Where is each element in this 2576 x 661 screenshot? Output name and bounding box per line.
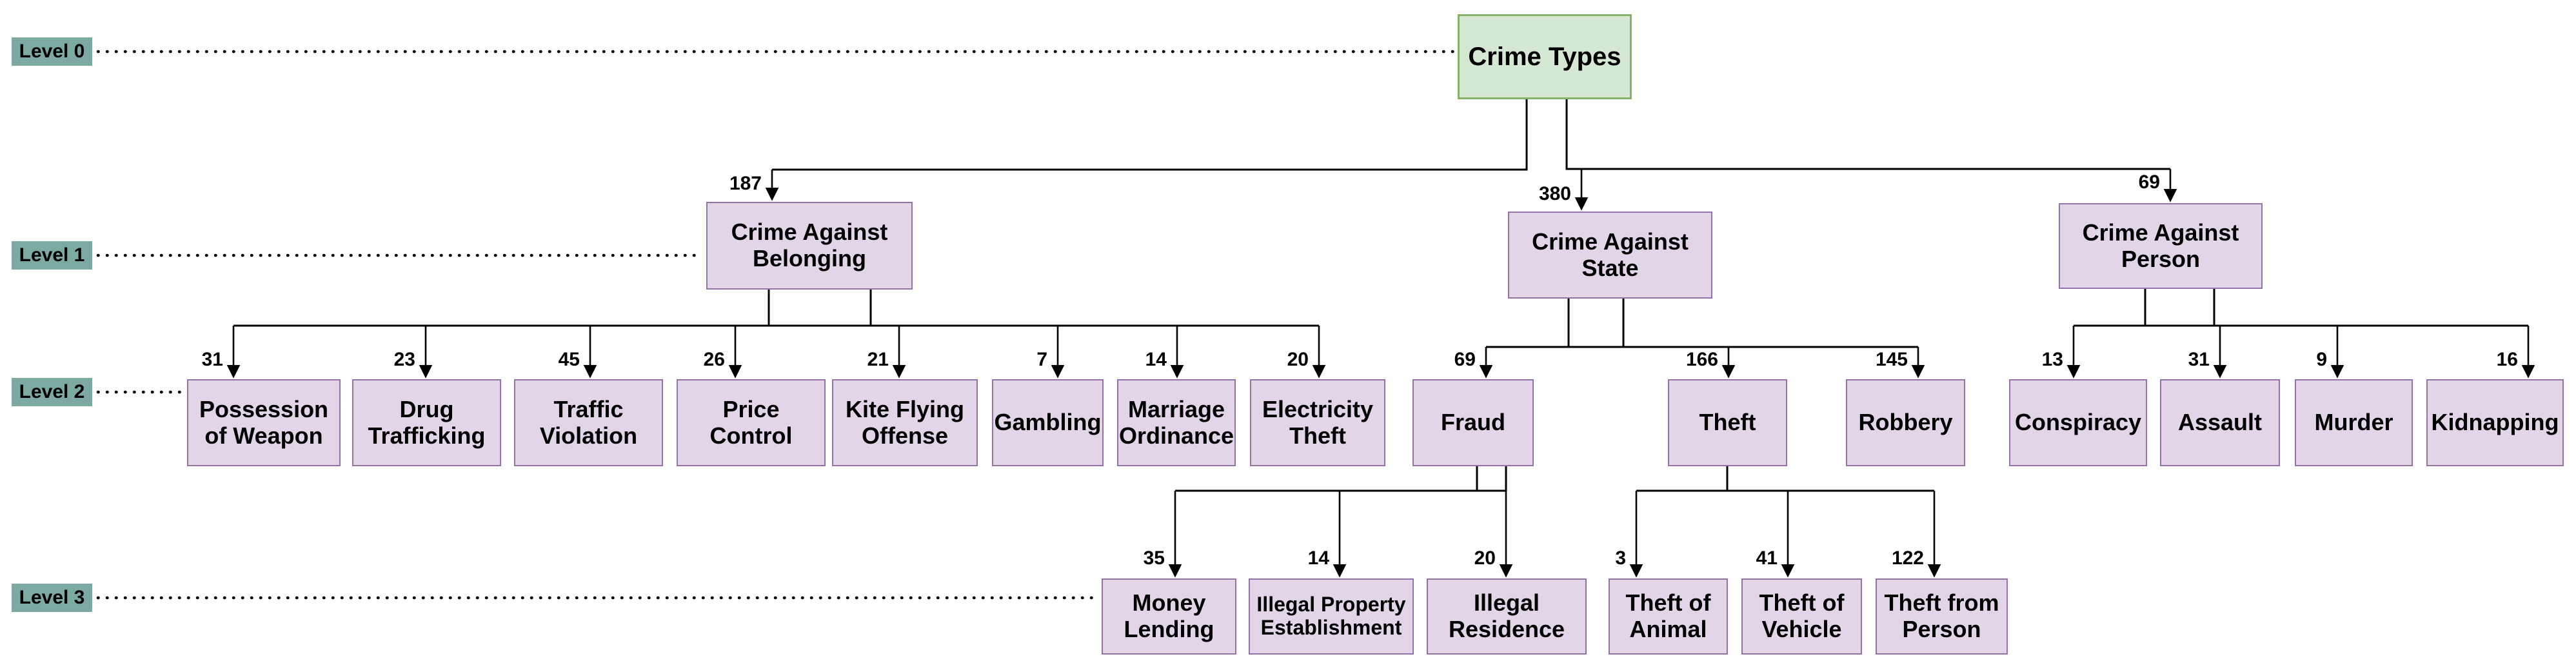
node-illegal-residence-label: Illegal Residence xyxy=(1448,589,1565,642)
node-theft-of-animal: Theft of Animal xyxy=(1609,578,1728,655)
count-crime-against-belonging: 187 xyxy=(729,173,762,194)
node-illegal-residence: Illegal Residence xyxy=(1427,578,1587,655)
node-crime-against-belonging: Crime Against Belonging xyxy=(706,202,913,290)
node-crime-types: Crime Types xyxy=(1458,14,1632,99)
node-illegal-property-establishment-label: Illegal Property Establishment xyxy=(1256,593,1406,639)
count-crime-against-state: 380 xyxy=(1538,183,1571,204)
node-assault: Assault xyxy=(2160,379,2280,466)
count-conspiracy: 13 xyxy=(2041,349,2063,370)
node-theft-from-person: Theft from Person xyxy=(1876,578,2008,655)
level-label-1: Level 1 xyxy=(12,241,92,270)
node-traffic-violation: Traffic Violation xyxy=(514,379,663,466)
node-money-lending: Money Lending xyxy=(1102,578,1236,655)
count-robbery: 145 xyxy=(1875,349,1908,370)
count-marriage-ordinance: 14 xyxy=(1145,349,1167,370)
count-possession-of-weapon: 31 xyxy=(201,349,223,370)
count-electricity-theft: 20 xyxy=(1287,349,1309,370)
count-drug-trafficking: 23 xyxy=(393,349,415,370)
node-theft: Theft xyxy=(1668,379,1787,466)
node-crime-against-person-label: Crime Against Person xyxy=(2082,219,2239,272)
node-crime-against-belonging-label: Crime Against Belonging xyxy=(731,219,888,271)
node-robbery: Robbery xyxy=(1846,379,1965,466)
node-money-lending-label: Money Lending xyxy=(1124,589,1214,642)
count-money-lending: 35 xyxy=(1143,548,1165,569)
node-electricity-theft-label: Electricity Theft xyxy=(1262,395,1374,449)
count-theft-of-animal: 3 xyxy=(1615,548,1626,569)
node-crime-against-state-label: Crime Against State xyxy=(1532,228,1689,281)
node-marriage-ordinance-label: Marriage Ordinance xyxy=(1118,395,1234,449)
node-theft-of-animal-label: Theft of Animal xyxy=(1625,589,1711,642)
node-gambling: Gambling xyxy=(992,379,1104,466)
node-kidnapping: Kidnapping xyxy=(2426,379,2564,466)
node-drug-trafficking: Drug Trafficking xyxy=(352,379,501,466)
node-drug-trafficking-label: Drug Trafficking xyxy=(368,395,486,449)
count-theft-of-vehicle: 41 xyxy=(1756,548,1778,569)
node-traffic-violation-label: Traffic Violation xyxy=(539,395,638,449)
level-label-2: Level 2 xyxy=(12,378,92,406)
node-possession-of-weapon-label: Possession of Weapon xyxy=(199,395,329,449)
node-price-control-label: Price Control xyxy=(709,395,793,449)
node-fraud: Fraud xyxy=(1412,379,1534,466)
count-kidnapping: 16 xyxy=(2496,349,2518,370)
node-kite-flying-offense: Kite Flying Offense xyxy=(832,379,978,466)
node-robbery-label: Robbery xyxy=(1858,409,1953,436)
node-theft-from-person-label: Theft from Person xyxy=(1884,589,1999,642)
node-possession-of-weapon: Possession of Weapon xyxy=(187,379,341,466)
level-label-0-text: Level 0 xyxy=(19,41,85,62)
node-murder-label: Murder xyxy=(2314,409,2393,436)
count-assault: 31 xyxy=(2188,349,2210,370)
node-kite-flying-offense-label: Kite Flying Offense xyxy=(845,395,964,449)
node-gambling-label: Gambling xyxy=(994,409,1102,436)
tree-edge-rails xyxy=(233,99,2528,492)
node-theft-of-vehicle: Theft of Vehicle xyxy=(1741,578,1862,655)
node-conspiracy-label: Conspiracy xyxy=(2014,409,2142,436)
count-crime-against-person: 69 xyxy=(2138,172,2160,193)
level-label-2-text: Level 2 xyxy=(19,381,85,402)
node-crime-types-label: Crime Types xyxy=(1468,43,1621,71)
count-theft: 166 xyxy=(1685,349,1718,370)
level-label-1-text: Level 1 xyxy=(19,244,85,266)
count-gambling: 7 xyxy=(1036,349,1047,370)
count-theft-from-person: 122 xyxy=(1891,548,1924,569)
level-label-0: Level 0 xyxy=(12,37,92,66)
count-fraud: 69 xyxy=(1454,349,1476,370)
node-kidnapping-label: Kidnapping xyxy=(2431,409,2559,436)
count-traffic-violation: 45 xyxy=(558,349,580,370)
level-label-3-text: Level 3 xyxy=(19,587,85,608)
node-electricity-theft: Electricity Theft xyxy=(1250,379,1385,466)
count-murder: 9 xyxy=(2316,349,2327,370)
node-theft-label: Theft xyxy=(1699,409,1756,436)
count-price-control: 26 xyxy=(703,349,725,370)
node-conspiracy: Conspiracy xyxy=(2009,379,2147,466)
count-illegal-property-establishment: 14 xyxy=(1307,548,1329,569)
node-crime-against-state: Crime Against State xyxy=(1508,212,1712,299)
node-crime-against-person: Crime Against Person xyxy=(2059,203,2263,289)
node-marriage-ordinance: Marriage Ordinance xyxy=(1117,379,1236,466)
node-price-control: Price Control xyxy=(677,379,826,466)
node-assault-label: Assault xyxy=(2177,409,2263,436)
count-illegal-residence: 20 xyxy=(1474,548,1496,569)
level-label-3: Level 3 xyxy=(12,584,92,612)
node-fraud-label: Fraud xyxy=(1440,409,1505,436)
node-theft-of-vehicle-label: Theft of Vehicle xyxy=(1759,589,1845,642)
node-illegal-property-establishment: Illegal Property Establishment xyxy=(1249,578,1414,655)
count-kite-flying-offense: 21 xyxy=(867,349,889,370)
node-murder: Murder xyxy=(2295,379,2413,466)
